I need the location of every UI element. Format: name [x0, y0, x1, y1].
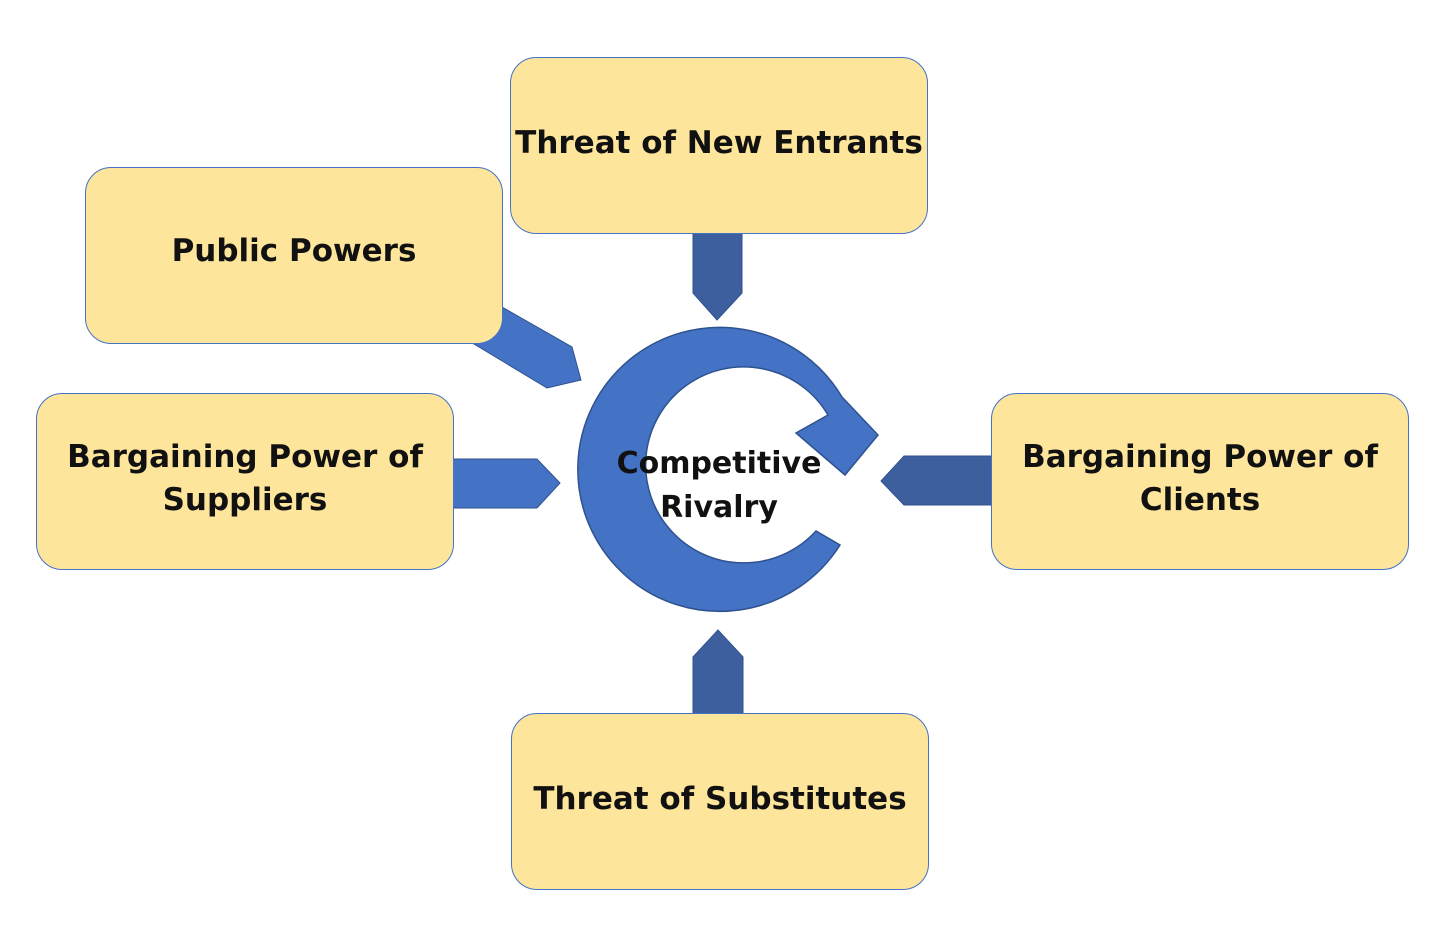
arrow-substitutes	[692, 629, 744, 715]
box-bargaining-power-of-suppliers: Bargaining Power of Suppliers	[36, 393, 454, 570]
box-threat-of-new-entrants: Threat of New Entrants	[510, 57, 928, 234]
label-threat-of-substitutes: Threat of Substitutes	[533, 781, 907, 818]
circular-arrow-icon	[577, 326, 880, 613]
arrow-clients	[880, 455, 993, 506]
box-bargaining-power-of-clients: Bargaining Power of Clients	[991, 393, 1409, 570]
label-bargaining-power-of-clients: Bargaining Power of Clients	[1022, 438, 1378, 518]
label-threat-of-new-entrants: Threat of New Entrants	[515, 124, 923, 161]
label-public-powers: Public Powers	[171, 233, 417, 270]
label-competitive-rivalry: Competitive Rivalry	[616, 446, 822, 525]
arrow-new-entrants	[692, 232, 743, 321]
box-threat-of-substitutes: Threat of Substitutes	[511, 713, 929, 890]
arrow-suppliers	[452, 458, 561, 509]
label-bargaining-power-of-suppliers: Bargaining Power of Suppliers	[67, 438, 423, 518]
box-public-powers: Public Powers	[85, 167, 503, 344]
